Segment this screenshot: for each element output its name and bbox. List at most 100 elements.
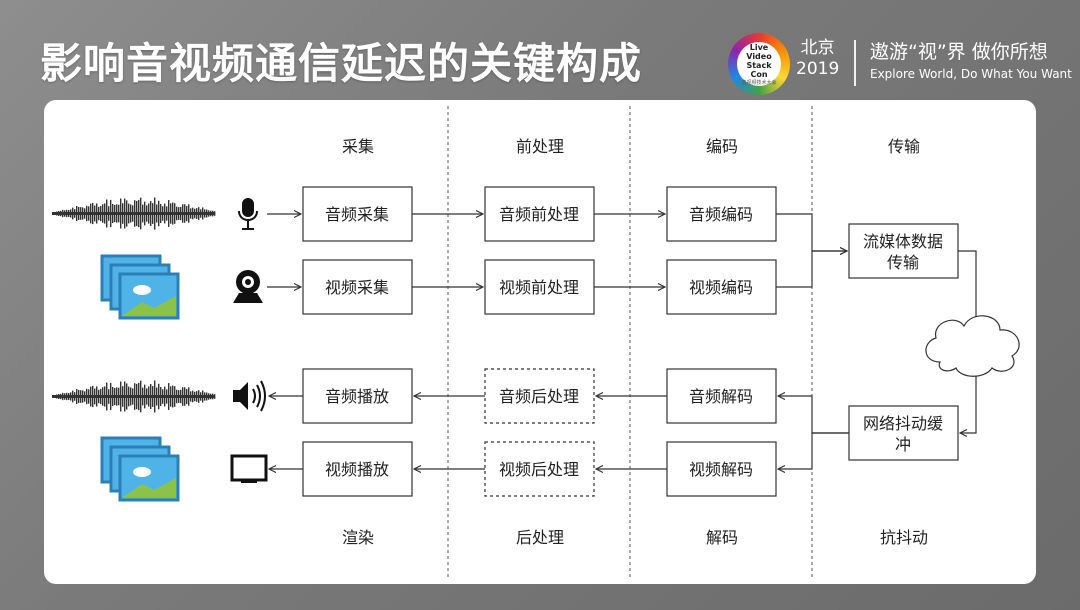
waveform-bar	[182, 387, 183, 406]
waveform-bar	[198, 207, 199, 220]
waveform-bar	[188, 204, 189, 222]
waveform-bar	[154, 380, 155, 412]
waveform-bar	[192, 391, 193, 403]
waveform-bar	[156, 205, 157, 223]
image-stack-icon	[102, 438, 178, 500]
waveform-bar	[94, 389, 95, 405]
waveform-bar	[190, 208, 191, 218]
waveform-bar	[98, 207, 99, 220]
waveform-bar	[148, 203, 149, 223]
waveform-bar	[58, 394, 59, 399]
waveform-bar	[80, 207, 81, 220]
waveform-bar	[142, 388, 143, 406]
waveform-bar	[74, 209, 75, 218]
waveform-bar	[72, 208, 73, 220]
waveform-bar	[110, 200, 111, 227]
waveform-bar	[150, 201, 151, 226]
waveform-bar	[204, 209, 205, 217]
label-audio-play: 音频播放	[325, 387, 389, 406]
waveform-bar	[130, 387, 131, 405]
waveform-bar	[196, 208, 197, 219]
waveform-bar	[58, 211, 59, 216]
waveform-bar	[82, 207, 83, 219]
waveform-bar	[62, 393, 63, 400]
waveform-bar	[176, 207, 177, 221]
label-video-play: 视频播放	[325, 460, 389, 479]
waveform-bar	[124, 199, 125, 229]
waveform-bar	[106, 383, 107, 411]
label-video-encode: 视频编码	[689, 278, 753, 297]
waveform-bar	[68, 210, 69, 217]
waveform-bar	[88, 389, 89, 403]
label-video-post: 视频后处理	[499, 460, 579, 479]
label-audio-capture: 音频采集	[325, 205, 389, 224]
waveform-bar	[118, 205, 119, 223]
waveform-bar	[168, 383, 169, 410]
label-audio-encode: 音频编码	[689, 205, 753, 224]
waveform-bar	[208, 393, 209, 399]
waveform-bar	[158, 384, 159, 409]
speaker-icon	[233, 381, 265, 411]
stage-label-encode: 编码	[706, 137, 738, 156]
waveform-bar	[202, 390, 203, 402]
waveform-bar	[88, 206, 89, 220]
waveform-bar	[204, 392, 205, 400]
waveform-bar	[56, 395, 57, 399]
waveform-bar	[138, 383, 139, 410]
label-audio-decode: 音频解码	[689, 387, 753, 406]
waveform-bar	[210, 394, 211, 400]
waveform-bar	[90, 387, 91, 407]
waveform-bar	[126, 383, 127, 409]
waveform-bar	[150, 384, 151, 409]
waveform-bar	[84, 391, 85, 401]
waveform-bar	[190, 391, 191, 401]
label-video-pre: 视频前处理	[499, 278, 579, 297]
waveform-bar	[162, 389, 163, 404]
waveform-bar	[200, 392, 201, 400]
monitor-icon	[232, 456, 266, 483]
waveform-bar	[132, 388, 133, 404]
waveform-bar	[184, 387, 185, 406]
waveform-bar	[102, 387, 103, 405]
waveform-bar	[108, 389, 109, 404]
waveform-bar	[68, 393, 69, 400]
waveform-bar	[140, 198, 141, 230]
waveform-bar	[184, 204, 185, 223]
waveform-bar	[154, 197, 155, 229]
waveform-bar	[160, 204, 161, 223]
waveform-bar	[84, 208, 85, 218]
waveform-bar	[134, 200, 135, 227]
waveform-bar	[178, 390, 179, 403]
waveform-bar	[172, 386, 173, 408]
waveform-bar	[112, 387, 113, 406]
waveform-bar	[200, 209, 201, 217]
waveform-bar	[178, 207, 179, 220]
waveform-bar	[108, 206, 109, 221]
waveform-bar	[188, 387, 189, 405]
waveform-bar	[96, 386, 97, 406]
waveform-bar	[60, 394, 61, 399]
waveform-bar	[182, 204, 183, 223]
label-stream-transport-2: 传输	[887, 253, 919, 272]
label-jitter-buffer-2: 冲	[895, 435, 911, 454]
waveform-bar	[176, 390, 177, 404]
cloud-icon	[926, 316, 1019, 376]
waveform-bar	[128, 387, 129, 407]
webcam-icon	[233, 270, 263, 303]
waveform-bar	[166, 206, 167, 220]
waveform-bar	[112, 204, 113, 223]
label-audio-post: 音频后处理	[499, 387, 579, 406]
waveform-bar	[90, 204, 91, 224]
waveform-bar	[134, 383, 135, 410]
label-video-capture: 视频采集	[325, 278, 389, 297]
waveform-bar	[92, 386, 93, 407]
waveform-bar	[94, 206, 95, 222]
waveform-bar	[142, 205, 143, 223]
waveform-bar	[56, 212, 57, 216]
waveform-bar	[114, 388, 115, 405]
waveform-bar	[180, 390, 181, 403]
waveform-bar	[186, 389, 187, 404]
waveform-bar	[168, 200, 169, 227]
waveform-bar	[60, 211, 61, 216]
